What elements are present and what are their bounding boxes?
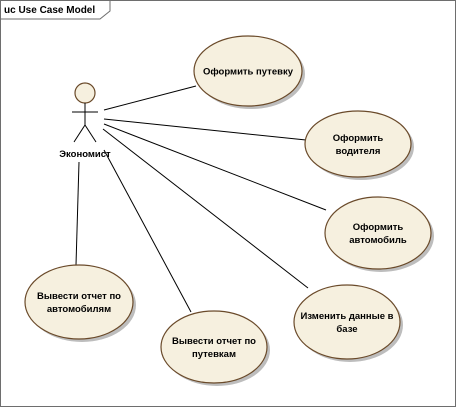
use-case-uc-otchet-putevkam[interactable]: Вывести отчет по путевкам — [160, 310, 270, 386]
use-case-label: Оформить — [333, 133, 384, 144]
frame-title-tab — [0, 0, 111, 20]
use-case-ellipse — [160, 310, 268, 384]
use-cases: Оформить путевкуОформитьводителяОформить… — [24, 35, 434, 386]
use-case-label: водителя — [336, 146, 381, 157]
use-case-uc-oformit-voditelya[interactable]: Оформить водителя — [304, 110, 414, 180]
association-uc-otchet-avtomobilyam[interactable] — [75, 161, 80, 266]
actor-left-leg — [73, 124, 86, 143]
association-uc-oformit-avtomobil[interactable] — [103, 123, 327, 211]
use-case-uc-izmenit-dannye[interactable]: Изменить данные в базе — [293, 284, 403, 362]
frame-title: uc Use Case Model — [4, 5, 95, 16]
association-uc-otchet-putevkam[interactable] — [103, 149, 192, 313]
use-case-ellipse — [24, 264, 134, 340]
use-case-ellipse — [193, 35, 303, 107]
use-case-ellipse — [304, 110, 412, 178]
use-case-label: автомобиль — [349, 235, 407, 246]
actor-right-leg — [84, 124, 97, 143]
use-case-label: автомобилям — [47, 304, 111, 315]
actor-name: Экономист — [59, 149, 111, 160]
use-case-label: Оформить — [353, 222, 404, 233]
use-case-label: путевкам — [192, 349, 236, 360]
association-uc-izmenit-dannye[interactable] — [102, 128, 309, 289]
associations — [75, 85, 327, 313]
use-case-uc-oformit-avtomobil[interactable]: Оформить автомобиль — [324, 196, 434, 272]
use-case-uc-oformit-putevku[interactable]: Оформить путевку — [193, 35, 305, 109]
use-case-label: Вывести отчет по — [172, 336, 256, 347]
actor-head — [74, 82, 96, 104]
use-case-label: базе — [336, 324, 357, 335]
use-case-label: Вывести отчет по — [37, 291, 121, 302]
actor-ekonomist[interactable]: Экономист — [59, 82, 111, 160]
use-case-label: Изменить данные в — [300, 311, 393, 322]
use-case-label: Оформить путевку — [203, 67, 294, 78]
use-case-uc-otchet-avtomobilyam[interactable]: Вывести отчет по автомобилям — [24, 264, 136, 342]
association-uc-oformit-voditelya[interactable] — [103, 118, 307, 141]
use-case-ellipse — [324, 196, 432, 270]
association-uc-oformit-putevku[interactable] — [103, 85, 197, 111]
use-case-ellipse — [293, 284, 401, 360]
